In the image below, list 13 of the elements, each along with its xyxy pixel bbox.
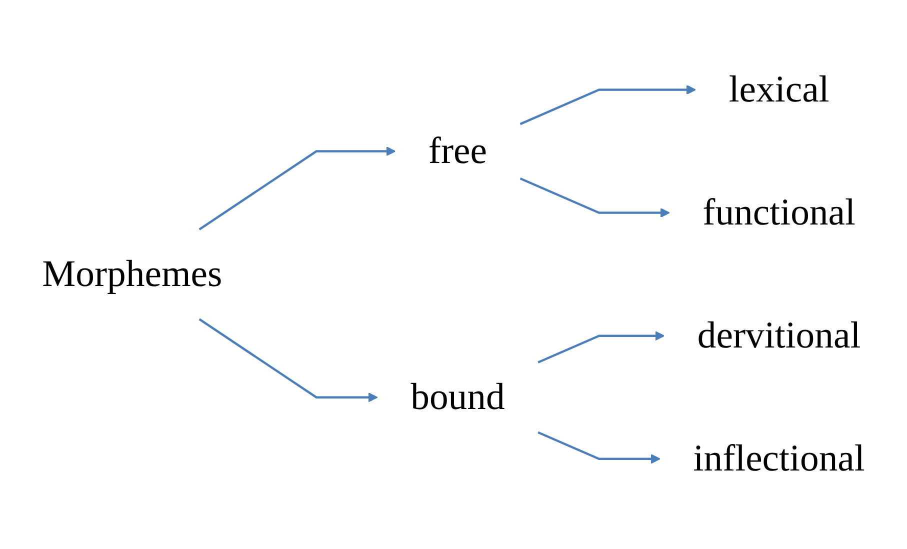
arrow — [520, 178, 670, 218]
node-text: inflectional — [693, 438, 865, 480]
node-text: dervitional — [697, 316, 861, 357]
node-text: functional — [702, 192, 856, 234]
node-text: free — [428, 130, 487, 172]
node-text: Morphemes — [42, 254, 222, 296]
node-text: bound — [410, 377, 505, 418]
node-text: lexical — [728, 69, 830, 110]
arrow — [198, 318, 378, 402]
arrow — [538, 432, 660, 464]
arrow — [198, 146, 396, 231]
arrow — [538, 331, 665, 364]
arrow — [520, 85, 696, 126]
